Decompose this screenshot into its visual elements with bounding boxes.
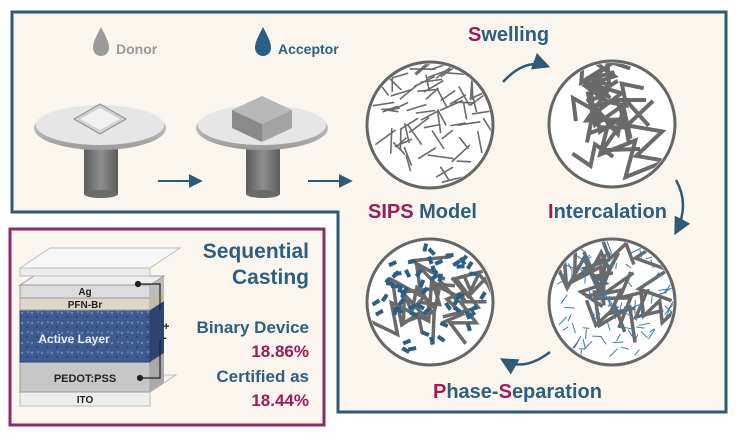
layer-pfn-br: PFN-Br: [68, 300, 103, 311]
donor-label: Donor: [116, 41, 158, 57]
donor-morphology-circle: [367, 62, 493, 188]
layer-ag: Ag: [78, 287, 91, 298]
layer-active: Active Layer: [38, 332, 110, 346]
phase-separation-label: Phase-Separation: [433, 381, 602, 403]
acceptor-label: Acceptor: [278, 41, 339, 57]
minus-sign: -: [163, 332, 167, 344]
binary-device-label: Binary Device: [197, 318, 309, 337]
layer-pedot-pss: PEDOT:PSS: [54, 373, 116, 385]
intercalation-label: Intercalation: [548, 201, 667, 223]
sequential-title: Sequential: [203, 240, 309, 263]
certified-pce-value: 18.44%: [251, 391, 309, 410]
layer-ito: ITO: [77, 395, 94, 406]
casting-title: Casting: [232, 266, 309, 289]
phase-separation-morphology-circle: [367, 239, 495, 365]
swelling-label: Swelling: [468, 24, 549, 46]
sips-model-label: SIPS Model: [368, 201, 477, 223]
certified-label: Certified as: [216, 367, 309, 386]
binary-pce-value: 18.86%: [251, 342, 309, 361]
